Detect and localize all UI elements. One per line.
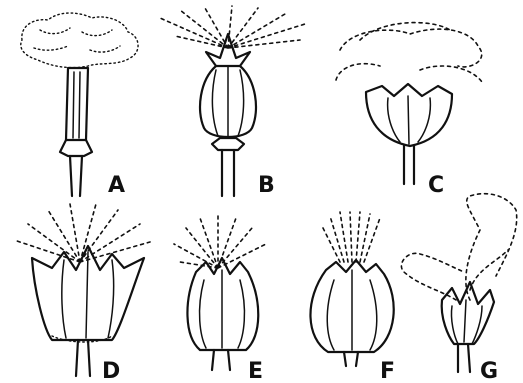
label-a: A (108, 173, 125, 198)
capsule-ribs-b (212, 66, 243, 138)
panel-d: D (14, 204, 150, 383)
cup-ribs-c (388, 96, 431, 144)
label-g: G (480, 359, 498, 383)
corolla-ribs-d (62, 252, 114, 338)
label-b: B (258, 173, 275, 198)
stalk-c (404, 146, 414, 184)
capsule-ribs-f (327, 270, 377, 350)
pappus-tuft-a (21, 13, 138, 68)
stalk-f (344, 352, 358, 366)
panel-a: A (21, 13, 138, 198)
panel-f: F (310, 212, 395, 383)
pappus-c (336, 23, 482, 82)
sepals-b (206, 34, 250, 66)
panel-g: G (401, 194, 516, 383)
stalk-d (76, 340, 90, 376)
pappus-b (160, 6, 305, 48)
corolla-ribs-g (451, 300, 482, 344)
stalk-b (222, 150, 234, 196)
panel-e: E (174, 214, 266, 383)
pappus-f (322, 212, 380, 262)
panel-b: B (160, 6, 305, 198)
calyx-a (60, 140, 92, 156)
plume-g (401, 194, 516, 300)
stalk-e (212, 350, 230, 370)
stalk-a (70, 156, 82, 196)
pappus-d (14, 204, 150, 262)
corolla-tube-a (66, 68, 88, 140)
base-b (212, 138, 244, 150)
corolla-g (442, 282, 494, 344)
stalk-g (458, 344, 470, 372)
tube-lines-a (73, 72, 80, 138)
capsule-e (187, 258, 258, 350)
label-f: F (380, 359, 395, 383)
label-e: E (248, 359, 263, 383)
panel-c: C (336, 23, 482, 198)
label-c: C (428, 173, 444, 198)
label-d: D (102, 359, 120, 383)
capsule-ribs-e (200, 270, 245, 348)
